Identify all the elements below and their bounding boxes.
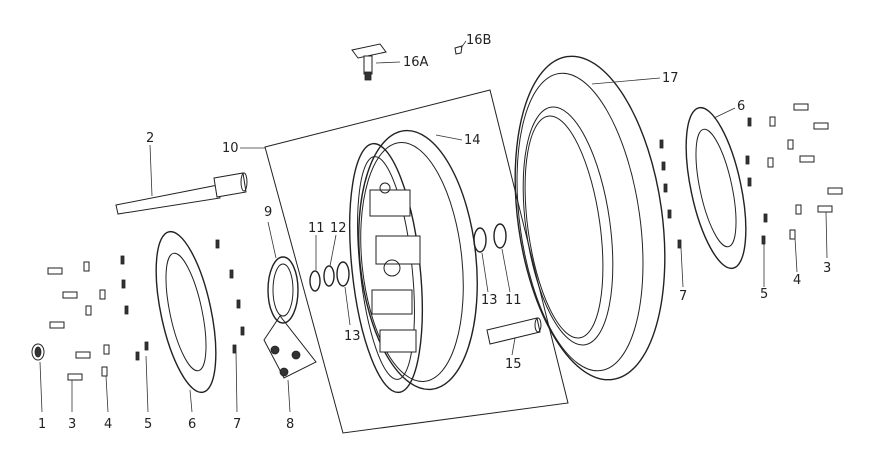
label-2: 2: [146, 131, 154, 146]
label-6-left: 6: [188, 417, 196, 432]
leader-lines: [39, 40, 828, 413]
label-7-right: 7: [679, 289, 687, 304]
label-5-left: 5: [144, 417, 152, 432]
label-5-right: 5: [760, 287, 768, 302]
label-11-right: 11: [505, 293, 522, 308]
label-15: 15: [505, 357, 522, 372]
label-16a: 16A: [403, 55, 429, 70]
brake-disc-left-part-6: [155, 230, 217, 394]
right-bolts: [793, 103, 843, 213]
left-washers: [83, 239, 245, 377]
valve-part-16a: [351, 43, 387, 81]
label-8: 8: [286, 417, 294, 432]
label-10: 10: [222, 141, 239, 156]
label-4-left: 4: [104, 417, 112, 432]
label-9: 9: [264, 205, 272, 220]
label-3-right: 3: [823, 261, 831, 276]
label-3-left: 3: [68, 417, 76, 432]
label-11-left: 11: [308, 221, 325, 236]
label-1: 1: [38, 417, 46, 432]
bearing-parts: [309, 223, 507, 292]
label-14: 14: [464, 133, 481, 148]
label-7-left: 7: [233, 417, 241, 432]
brake-disc-right-part-6: [685, 106, 747, 270]
rim-part-14: [349, 129, 478, 394]
spacer-part-15: [486, 317, 542, 345]
left-bolts: [31, 267, 91, 381]
label-17: 17: [662, 71, 679, 86]
label-13-left: 13: [344, 329, 361, 344]
cap-part-16b: [454, 45, 463, 55]
label-12: 12: [330, 221, 347, 236]
tire-part-17: [514, 55, 666, 381]
label-13-right: 13: [481, 293, 498, 308]
bolt-plate-part-8: [263, 315, 317, 379]
label-6-right: 6: [737, 99, 745, 114]
assembly-frame: [264, 89, 569, 434]
label-4-right: 4: [793, 273, 801, 288]
label-16b: 16B: [466, 33, 491, 48]
sensor-ring-part-9: [267, 256, 299, 324]
right-washers: [659, 116, 802, 249]
part-labels: 1 3 4 5 6 7 8 2 10 9 11 12 13 14 13 11 1…: [38, 33, 831, 432]
axle-part-2: [115, 172, 248, 215]
